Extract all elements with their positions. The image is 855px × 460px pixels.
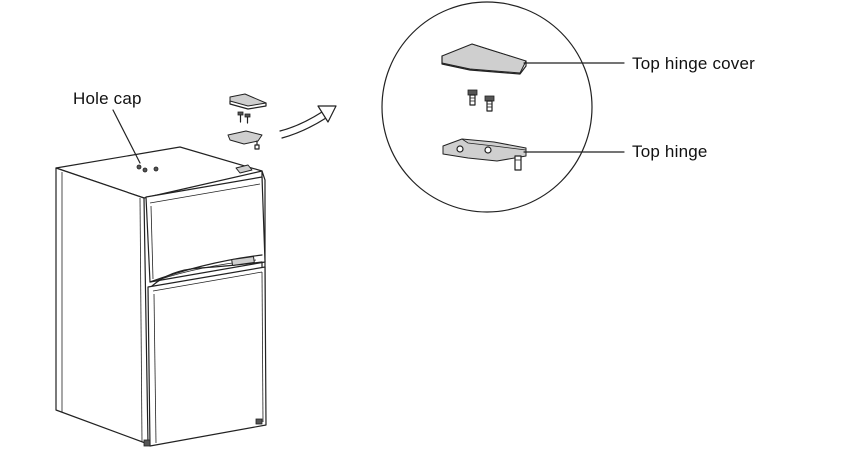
hinge-cover-icon <box>441 43 527 75</box>
top-hinge-cover-label: Top hinge cover <box>632 54 756 73</box>
arrow-icon <box>279 105 337 139</box>
top-hinge-icon <box>442 138 527 171</box>
refrigerator-illustration <box>55 146 267 447</box>
top-hinge-label: Top hinge <box>632 142 708 161</box>
hole-cap-screws <box>136 164 159 173</box>
magnifier-circle <box>381 1 593 213</box>
hinge-screws-icon <box>467 89 495 112</box>
small-exploded-parts <box>227 93 267 150</box>
hole-cap-leader <box>112 109 141 164</box>
small-screws-icon <box>237 111 251 124</box>
hole-cap-label: Hole cap <box>73 89 142 108</box>
